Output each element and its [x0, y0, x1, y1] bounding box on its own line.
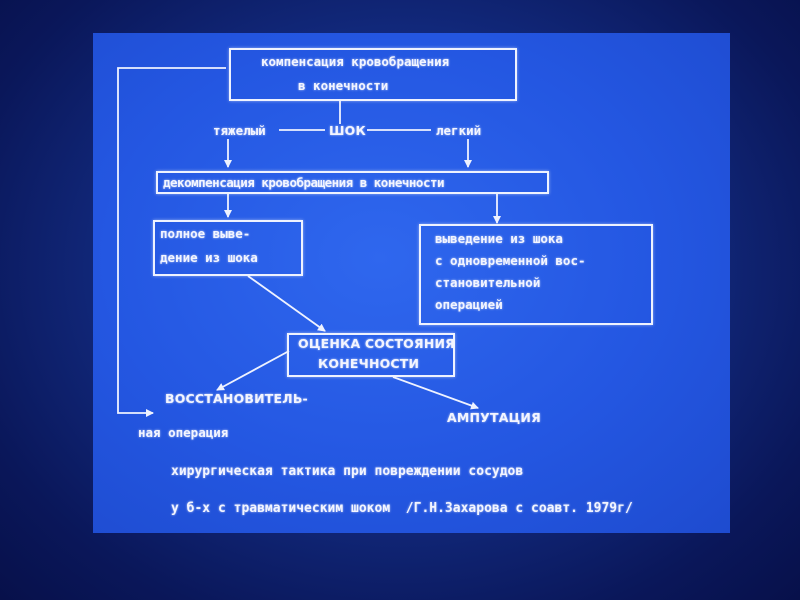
- simultaneous-line3: становительной: [435, 275, 541, 290]
- compensation-line2: в конечности: [298, 78, 389, 93]
- shock-label: ШОК: [329, 123, 366, 138]
- compensation-box: [229, 48, 517, 101]
- assessment-line1: ОЦЕНКА СОСТОЯНИЯ: [298, 336, 455, 351]
- caption-line1: хирургическая тактика при повреждении со…: [171, 464, 524, 479]
- arrow-full-withdrawal-to-assessment: [247, 275, 326, 332]
- simultaneous-line2: с одновременной вос-: [435, 253, 586, 268]
- simultaneous-operation-box: [419, 224, 653, 325]
- arrow-assessment-to-amputation: [392, 376, 479, 410]
- amputation-label: АМПУТАЦИЯ: [447, 410, 541, 425]
- arrow-assessment-to-restorative: [216, 350, 290, 391]
- simultaneous-line1: выведение из шока: [435, 231, 563, 246]
- restorative-line2: ная операция: [138, 425, 229, 440]
- assessment-box: [287, 333, 455, 377]
- diagram-slide: компенсация кровобращения в конечности т…: [93, 33, 730, 533]
- bypass-line-compensation-to-restorative: [117, 67, 226, 417]
- compensation-line1: компенсация кровобращения: [261, 54, 450, 69]
- caption-line2: у б-х с травматическим шоком /Г.Н.Захаро…: [171, 501, 633, 516]
- decompensation-box: [156, 171, 549, 194]
- full-withdrawal-box: [153, 220, 303, 276]
- light-label: легкий: [436, 123, 482, 138]
- full-withdrawal-line2: дение из шока: [160, 250, 258, 265]
- assessment-line2: КОНЕЧНОСТИ: [318, 356, 420, 371]
- connector-lines: [117, 67, 501, 417]
- restorative-line1: ВОССТАНОВИТЕЛЬ-: [165, 391, 308, 406]
- decompensation-label: декомпенсация кровобращения в конечности: [163, 175, 445, 190]
- heavy-label: тяжелый: [213, 123, 266, 138]
- simultaneous-line4: операцией: [435, 297, 503, 312]
- full-withdrawal-line1: полное выве-: [160, 226, 251, 241]
